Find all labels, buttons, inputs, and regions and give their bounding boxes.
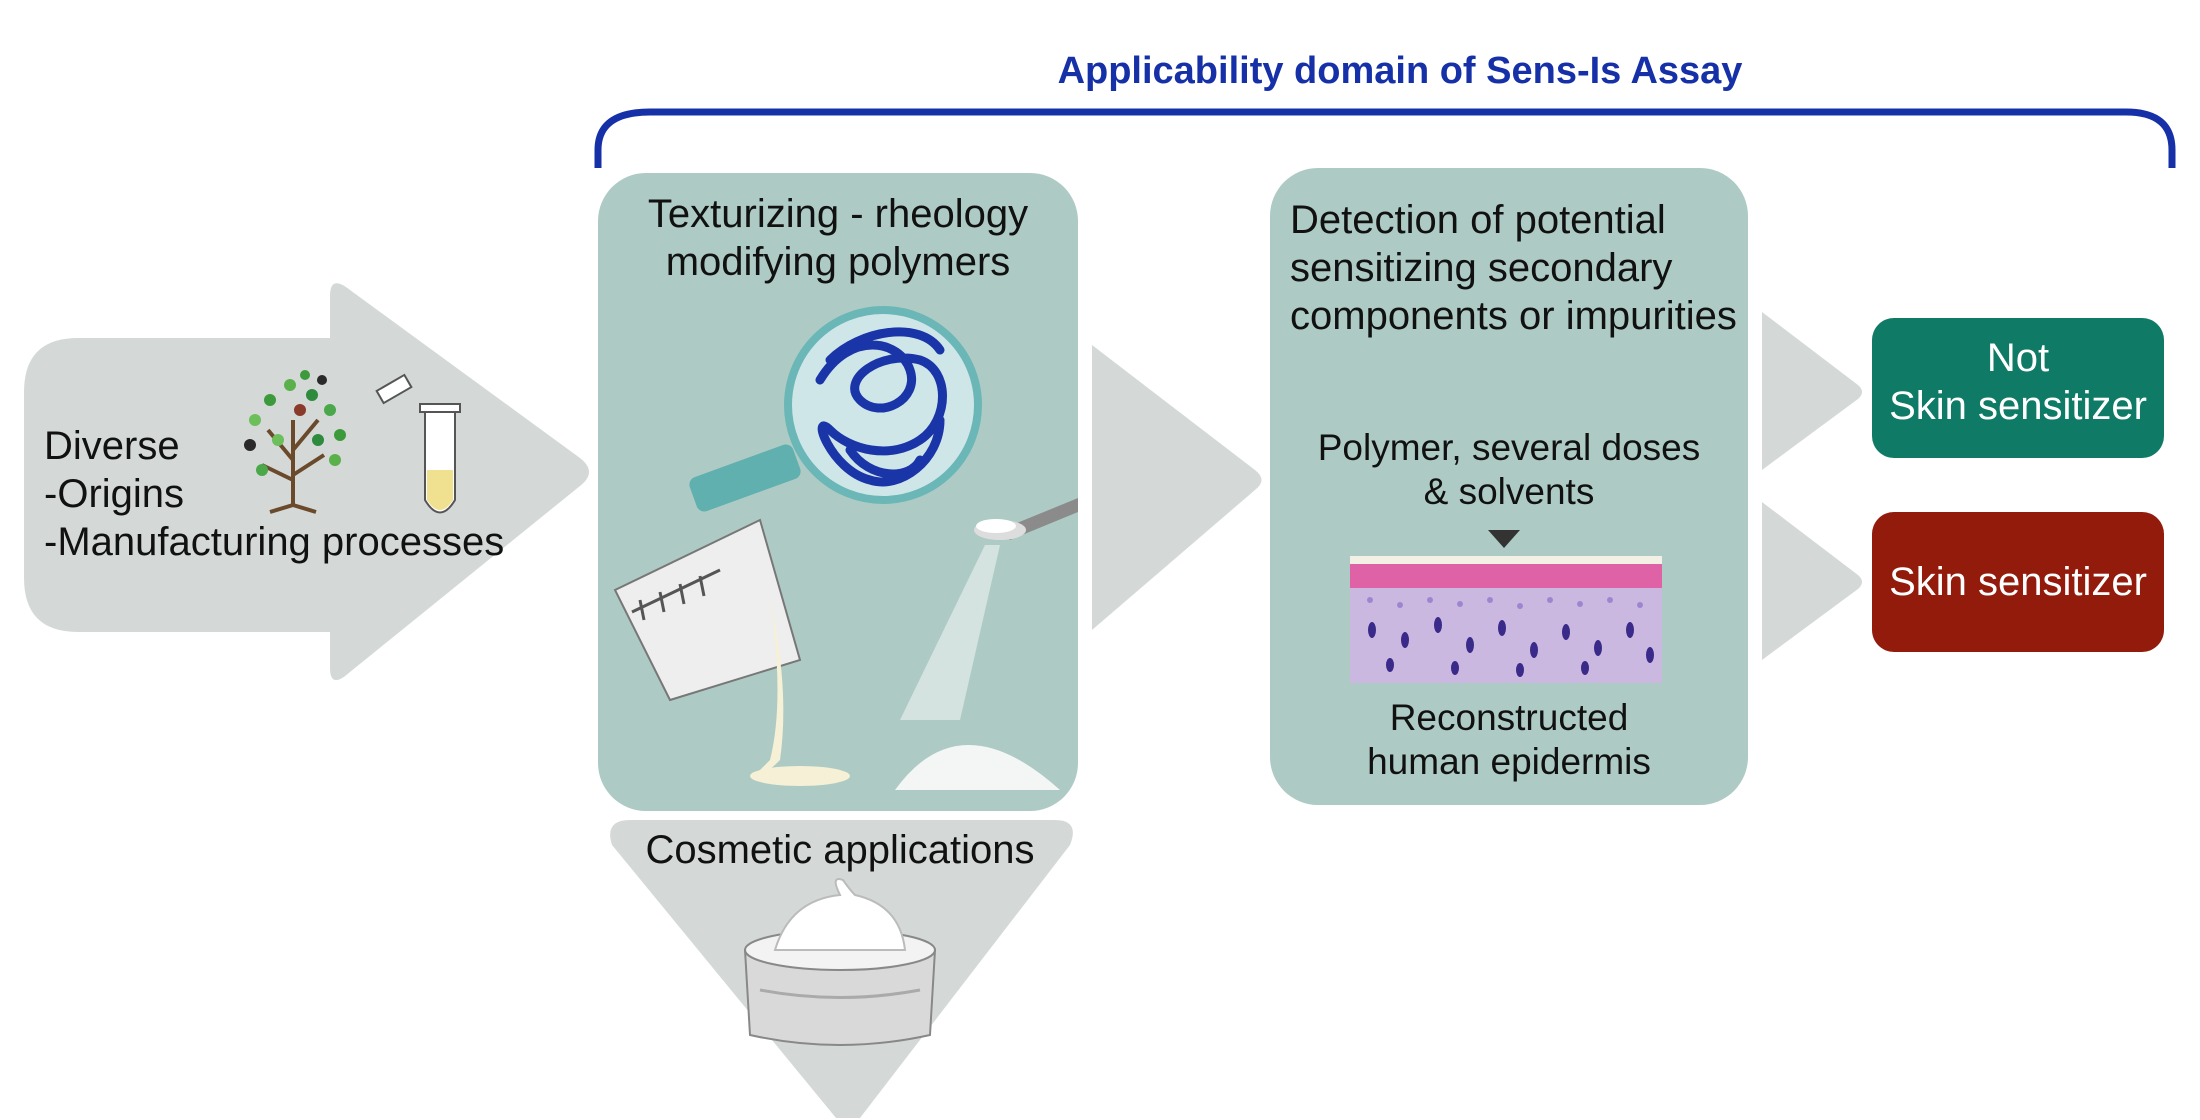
input-item-bullet: - — [44, 472, 58, 516]
not-sensitizer-line1: Not — [1986, 336, 2050, 380]
polymers-title-line2: modifying polymers — [665, 240, 1011, 284]
sensitizer-label: Skin sensitizer — [1889, 560, 2147, 604]
dose-pointer — [1488, 530, 1520, 548]
dose-label-line2: & solvents — [1423, 471, 1595, 512]
polymers-title-line1: Texturizing - rheology — [647, 192, 1029, 236]
input-item-processes: -Manufacturing processes — [44, 518, 504, 566]
input-item-text: Origins — [57, 472, 185, 516]
tube-icon — [375, 373, 461, 514]
model-label-line2: human epidermis — [1367, 741, 1651, 782]
not-sensitizer-line2: Skin sensitizer — [1889, 384, 2147, 428]
outcome-arrow-sensitizer — [1762, 502, 1862, 660]
cosmetic-label: Cosmetic applications — [645, 828, 1035, 872]
outcome-arrow-not — [1762, 312, 1862, 470]
input-heading: Diverse — [44, 424, 180, 468]
not-sensitizer-box — [1872, 318, 2164, 458]
input-item-bullet: - — [44, 520, 58, 564]
input-item-text: Manufacturing processes — [57, 520, 505, 564]
applicability-bracket — [594, 108, 2176, 168]
magnifier-icon — [689, 306, 982, 512]
epidermis-icon — [1350, 556, 1662, 683]
input-arrow — [24, 283, 589, 681]
detection-title-line3: components or impurities — [1290, 294, 1737, 338]
detection-title-line2: sensitizing secondary — [1290, 246, 1673, 290]
diagram-title: Applicability domain of Sens-Is Assay — [1057, 50, 1743, 92]
middle-arrow — [1092, 345, 1262, 630]
model-label-line1: Reconstructed — [1389, 697, 1629, 738]
powder-spoon-icon — [895, 498, 1078, 790]
dose-label-line1: Polymer, several doses — [1317, 427, 1701, 468]
detection-title-line1: Detection of potential — [1290, 198, 1666, 242]
sensitizer-box — [1872, 512, 2164, 652]
measuring-cup-icon — [613, 518, 850, 786]
input-item-origins: -Origins — [44, 470, 184, 518]
tree-icon — [244, 370, 346, 514]
cream-jar-icon — [743, 878, 937, 1046]
